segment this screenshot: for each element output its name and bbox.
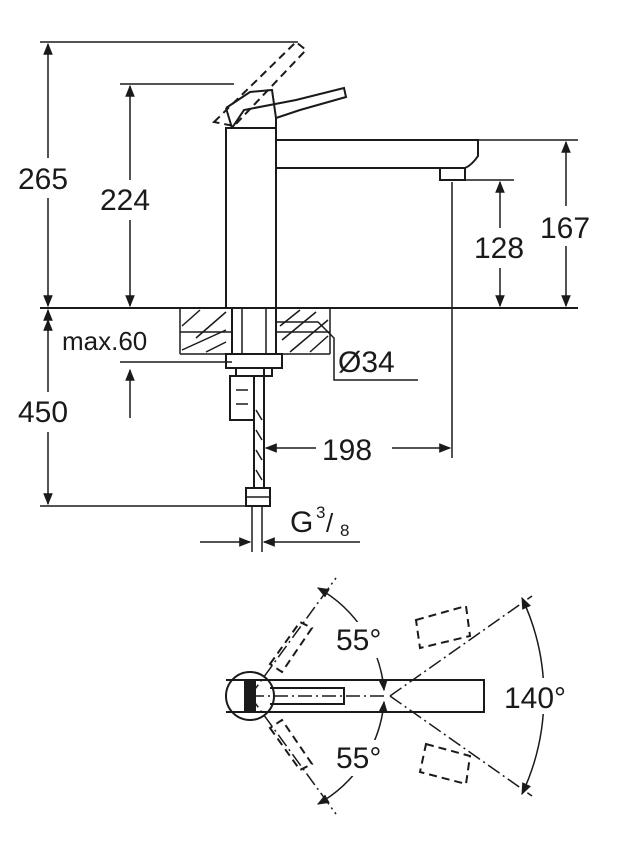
dim-below-counter: 450: [18, 396, 68, 429]
dim-total-height: 265: [18, 163, 68, 196]
svg-text:/: /: [326, 508, 334, 538]
faucet-body: [211, 40, 479, 308]
dim-spout-clearance: 128: [474, 232, 524, 265]
mounting-shank: [225, 307, 283, 552]
svg-text:G: G: [290, 506, 313, 539]
spout-upper-position: [414, 604, 472, 650]
angle-upper-label: 55°: [336, 624, 381, 657]
thread-size-label: G 3 / 8: [290, 503, 349, 540]
svg-text:8: 8: [340, 521, 349, 540]
dim-spout-reach: 198: [322, 434, 372, 467]
lever-right-position: [268, 718, 314, 772]
dim-max-thickness: max.60: [62, 326, 147, 356]
top-view: 55° 55° 140°: [225, 577, 584, 815]
angle-ray-lower: [249, 695, 337, 815]
dim-lever-height: 224: [100, 184, 150, 217]
angle-total-label: 140°: [504, 682, 566, 715]
dim-hole-diameter: Ø34: [338, 346, 395, 379]
lever-alternate-position: [211, 40, 308, 128]
angle-lower-label: 55°: [336, 742, 381, 775]
spout-lower-position: [418, 742, 472, 786]
svg-text:3: 3: [316, 503, 325, 522]
angle-ray-upper: [249, 577, 337, 697]
dim-spout-height: 167: [540, 212, 590, 245]
side-view: 265 224 167 128: [12, 40, 606, 552]
counter-section: [179, 308, 331, 355]
leader-hole: [276, 321, 418, 381]
lever-left-position: [268, 620, 314, 674]
